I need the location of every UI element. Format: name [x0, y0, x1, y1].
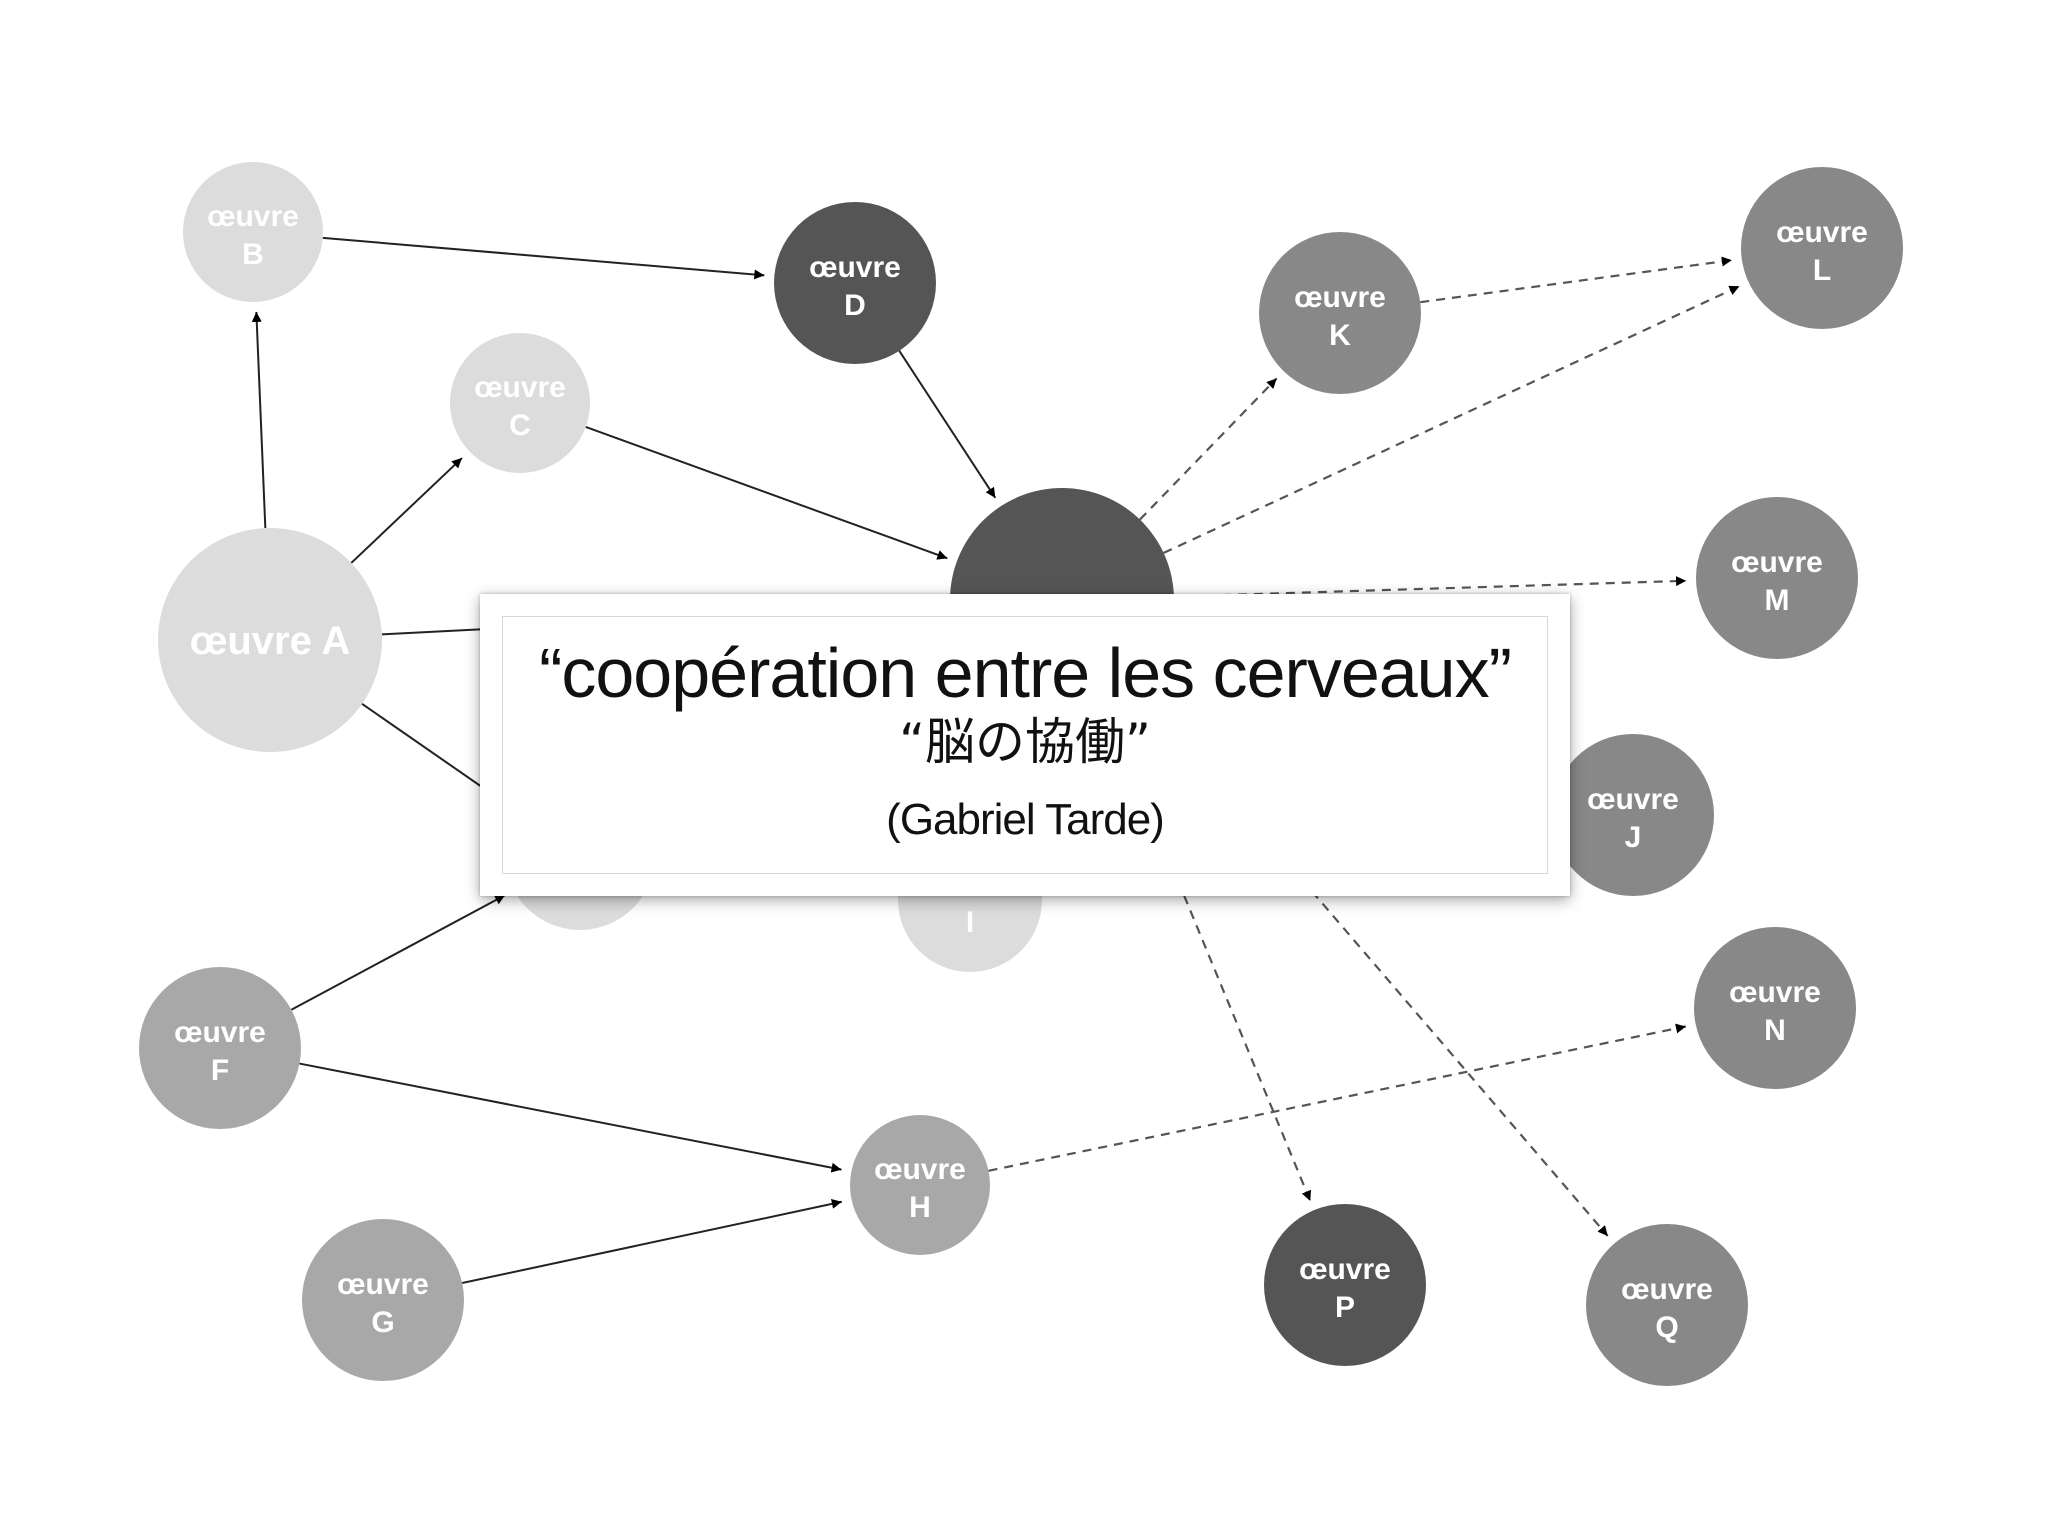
node-J-label: œuvre: [1587, 783, 1679, 816]
node-C-letter: C: [509, 409, 531, 442]
node-A-label: œuvre A: [190, 619, 351, 663]
edge-E-L: [1163, 285, 1740, 554]
nodes-layer: œuvre AœuvreBœuvreCœuvreDœuvreFœuvreGœuv…: [139, 162, 1903, 1386]
edge-C-E: [585, 425, 948, 560]
node-P-letter: P: [1335, 1291, 1355, 1324]
node-A: œuvre A: [158, 528, 382, 752]
node-Q-circle: [1586, 1224, 1748, 1386]
node-F-label: œuvre: [174, 1016, 266, 1049]
node-G-label: œuvre: [337, 1268, 429, 1301]
node-N-label: œuvre: [1729, 976, 1821, 1009]
node-L-circle: [1741, 167, 1903, 329]
node-B-label: œuvre: [207, 200, 299, 233]
quote-card: “coopération entre les cerveaux” “脳の協働” …: [480, 594, 1570, 896]
quote-japanese-text: “脳の協働”: [899, 713, 1151, 771]
edge-H-N: [988, 1023, 1687, 1172]
node-G-letter: G: [371, 1306, 394, 1339]
node-K-letter: K: [1329, 319, 1351, 352]
node-B-circle: [183, 162, 323, 302]
node-D-circle: [774, 202, 936, 364]
node-F-circle: [139, 967, 301, 1129]
edge-A-B: [251, 311, 267, 529]
node-K-circle: [1259, 232, 1421, 394]
quote-inner-frame: “coopération entre les cerveaux” “脳の協働” …: [502, 616, 1548, 874]
node-N-letter: N: [1764, 1014, 1786, 1047]
edge-E-K: [1139, 377, 1278, 521]
node-J-letter: J: [1625, 821, 1642, 854]
node-B-letter: B: [242, 238, 264, 271]
edge-G-H: [461, 1198, 842, 1285]
node-M-label: œuvre: [1731, 546, 1823, 579]
edge-B-D: [322, 236, 765, 280]
node-I-letter: I: [966, 906, 974, 939]
edge-E-P: [1103, 703, 1312, 1202]
node-N-circle: [1694, 927, 1856, 1089]
node-L-label: œuvre: [1776, 216, 1868, 249]
node-Q-label: œuvre: [1621, 1273, 1713, 1306]
node-L-letter: L: [1813, 254, 1831, 287]
node-C-circle: [450, 333, 590, 473]
node-H-circle: [850, 1115, 990, 1255]
node-D-label: œuvre: [809, 251, 901, 284]
node-M-letter: M: [1765, 584, 1790, 617]
edge-F-H: [299, 1062, 842, 1173]
node-J-circle: [1552, 734, 1714, 896]
node-H-label: œuvre: [874, 1153, 966, 1186]
node-D-letter: D: [844, 289, 866, 322]
edge-E-M: [1173, 576, 1687, 598]
node-C-label: œuvre: [474, 371, 566, 404]
edge-K-L: [1420, 256, 1732, 304]
node-G-circle: [302, 1219, 464, 1381]
node-F-letter: F: [211, 1054, 229, 1087]
edge-A-C: [350, 457, 463, 564]
node-P-label: œuvre: [1299, 1253, 1391, 1286]
node-P-circle: [1264, 1204, 1426, 1366]
node-A-circle: [158, 528, 382, 752]
edge-F-X: [290, 894, 506, 1011]
quote-french-text: “coopération entre les cerveaux”: [539, 634, 1512, 712]
node-M-circle: [1696, 497, 1858, 659]
node-Q-letter: Q: [1655, 1311, 1678, 1344]
edge-D-E: [898, 350, 997, 499]
node-H-letter: H: [909, 1191, 931, 1224]
quote-author: (Gabriel Tarde): [886, 795, 1165, 844]
node-K-label: œuvre: [1294, 281, 1386, 314]
